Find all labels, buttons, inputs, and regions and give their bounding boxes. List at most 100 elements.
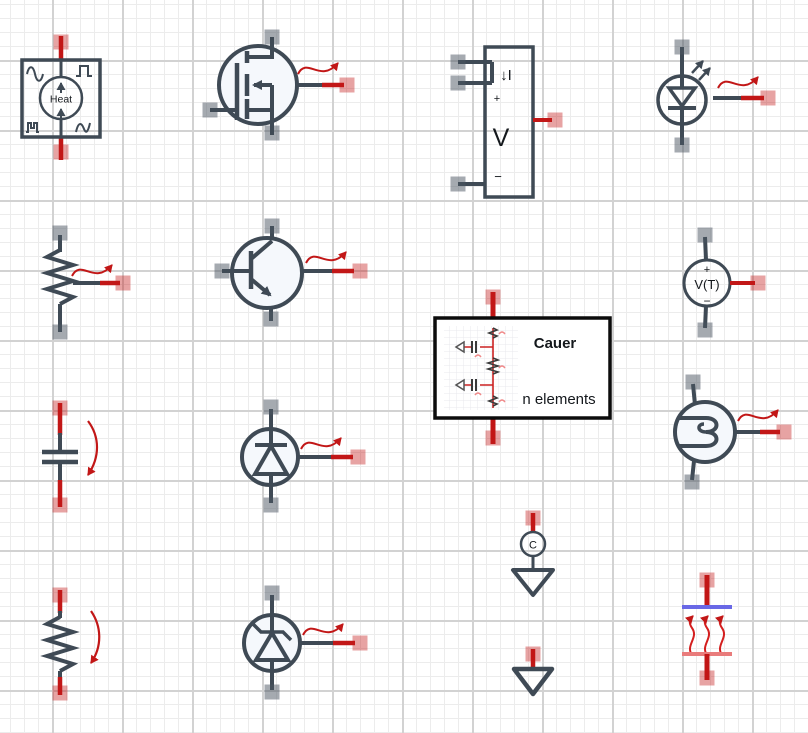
thermal-port[interactable]	[53, 34, 69, 50]
diode-symbol	[240, 399, 366, 513]
vt-source-symbol: + V(T) −	[682, 227, 766, 338]
component-npn-transistor[interactable]	[210, 215, 372, 333]
heat-wave-arrow-icon	[684, 615, 695, 656]
voltage-port[interactable]	[450, 176, 466, 192]
square-pulse-icon	[76, 65, 92, 77]
cathode-port[interactable]	[264, 585, 280, 601]
capacitance-label: C	[529, 540, 537, 552]
thermal-port[interactable]	[350, 449, 366, 465]
thermal-port[interactable]	[352, 263, 368, 279]
collector-port[interactable]	[264, 218, 280, 234]
emitter-arrow-icon	[249, 277, 272, 297]
electrical-port[interactable]	[685, 374, 701, 390]
thermal-resistor-symbol	[40, 587, 101, 701]
heat-flow-arrow-icon	[717, 76, 759, 89]
heat-flow-arrow-icon	[737, 409, 779, 422]
component-mosfet[interactable]	[196, 26, 364, 148]
diode-triangle	[665, 86, 699, 109]
thermal-port[interactable]	[750, 275, 766, 291]
thermal-port[interactable]	[699, 670, 715, 686]
thermal-port[interactable]	[699, 572, 715, 588]
mini-capacitor	[471, 341, 477, 353]
component-thermal-capacitor[interactable]	[25, 395, 135, 515]
electrical-port[interactable]	[684, 474, 700, 490]
heat-wave-arrow-icon	[699, 615, 710, 656]
thermal-port[interactable]	[115, 275, 131, 291]
anode-port[interactable]	[263, 497, 279, 513]
heat-source-symbol: Heat	[20, 34, 102, 160]
filament-curl	[697, 422, 707, 434]
thermal-port[interactable]	[485, 430, 501, 446]
heat-flow-arrow-icon	[71, 264, 113, 277]
cathode-port[interactable]	[263, 399, 279, 415]
minus-label: −	[494, 169, 502, 184]
positive-port[interactable]	[697, 227, 713, 243]
resistor-thermal-symbol	[40, 225, 131, 340]
electrical-port[interactable]	[52, 225, 68, 241]
heat-source-label: Heat	[50, 94, 72, 106]
heat-flow-arrow-icon	[297, 62, 339, 75]
ground-triangle	[511, 666, 555, 697]
lamp-symbol	[673, 374, 792, 490]
voltage-label: V	[493, 124, 510, 152]
current-label: ↓I	[500, 67, 512, 84]
cauer-title: Cauer	[534, 335, 577, 352]
current-port[interactable]	[450, 75, 466, 91]
heat-flow-arrow-icon	[300, 437, 342, 450]
thermal-port[interactable]	[52, 587, 68, 603]
thermal-port[interactable]	[525, 510, 541, 526]
emitter-port[interactable]	[263, 311, 279, 327]
anode-port[interactable]	[674, 39, 690, 55]
mini-arrow	[454, 378, 465, 392]
component-thermal-resistor[interactable]	[25, 585, 135, 703]
cathode-port[interactable]	[674, 137, 690, 153]
negative-port[interactable]	[697, 322, 713, 338]
electrical-port[interactable]	[52, 324, 68, 340]
mini-resistor	[486, 327, 499, 339]
light-emission-arrow-icon	[691, 60, 704, 74]
thermal-port[interactable]	[339, 77, 355, 93]
sine-wave-icon	[26, 66, 44, 82]
pulse-train-icon	[26, 122, 39, 133]
component-heat-capacitor-ambient[interactable]: C	[505, 508, 565, 600]
thermal-capacitor-symbol	[42, 400, 99, 513]
convection-symbol	[682, 572, 732, 686]
thermal-port[interactable]	[52, 400, 68, 416]
output-port[interactable]	[547, 112, 563, 128]
mini-capacitor	[471, 379, 477, 391]
thermal-port[interactable]	[352, 635, 368, 651]
current-port[interactable]	[450, 54, 466, 70]
mini-arrow	[454, 340, 465, 354]
resistor-zigzag	[40, 615, 80, 673]
thermal-port[interactable]	[53, 144, 69, 160]
component-convection[interactable]	[668, 572, 752, 688]
component-diode[interactable]	[215, 398, 375, 515]
heat-flow-arrow-icon	[305, 251, 347, 264]
anode-port[interactable]	[264, 684, 280, 700]
minus-label: −	[703, 294, 710, 308]
vt-label: V(T)	[694, 277, 719, 292]
thermal-port[interactable]	[485, 289, 501, 305]
component-temperature-voltage-source[interactable]: + V(T) −	[660, 222, 778, 344]
led-symbol	[656, 39, 776, 153]
cauer-subtitle: n elements	[522, 391, 595, 408]
plus-label: +	[704, 264, 710, 276]
thermal-port[interactable]	[52, 685, 68, 701]
component-led[interactable]	[646, 28, 791, 163]
component-lamp[interactable]	[650, 374, 800, 492]
mini-resistor	[485, 357, 501, 375]
thermal-port[interactable]	[52, 497, 68, 513]
component-cauer-network[interactable]: Cauer n elements	[428, 288, 618, 450]
component-heat-source[interactable]: Heat	[16, 30, 106, 162]
component-current-voltage-sensor[interactable]: ↓I + V −	[440, 38, 575, 203]
light-emission-arrow-icon	[698, 67, 711, 81]
component-thermal-ground[interactable]	[505, 645, 565, 703]
component-resistor-thermal-port[interactable]	[20, 222, 142, 340]
component-zener-diode[interactable]	[215, 585, 375, 702]
thermal-port[interactable]	[760, 90, 776, 106]
mini-heat-squiggles	[474, 331, 506, 403]
thermal-port[interactable]	[776, 424, 792, 440]
zener-diode-symbol	[242, 585, 368, 700]
thermal-port[interactable]	[525, 646, 541, 662]
